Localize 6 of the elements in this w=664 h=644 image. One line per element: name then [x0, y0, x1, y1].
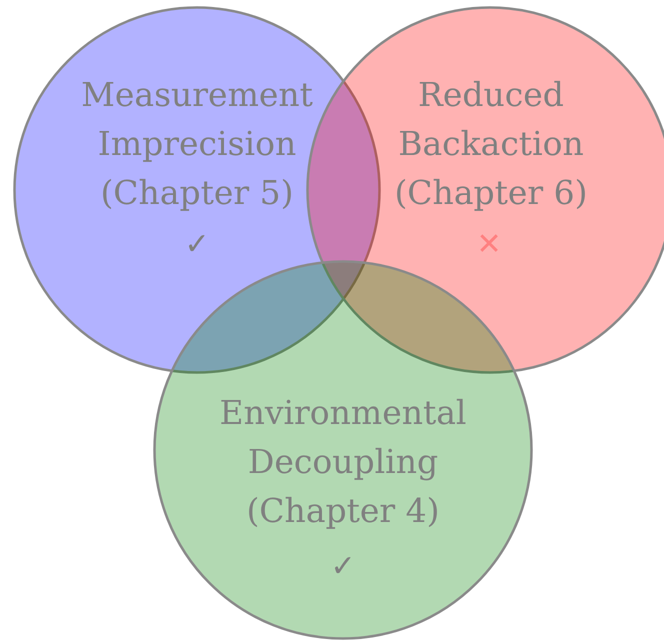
check-mark: ✓ [330, 550, 356, 584]
circle-label: Measurement Imprecision (Chapter 5) [80, 74, 314, 214]
check-mark: ✓ [184, 228, 210, 262]
cross-mark: ✕ [476, 228, 502, 262]
circle-label: Environmental Decoupling (Chapter 4) [218, 392, 468, 532]
circle-label: Reduced Backaction (Chapter 6) [393, 74, 589, 214]
